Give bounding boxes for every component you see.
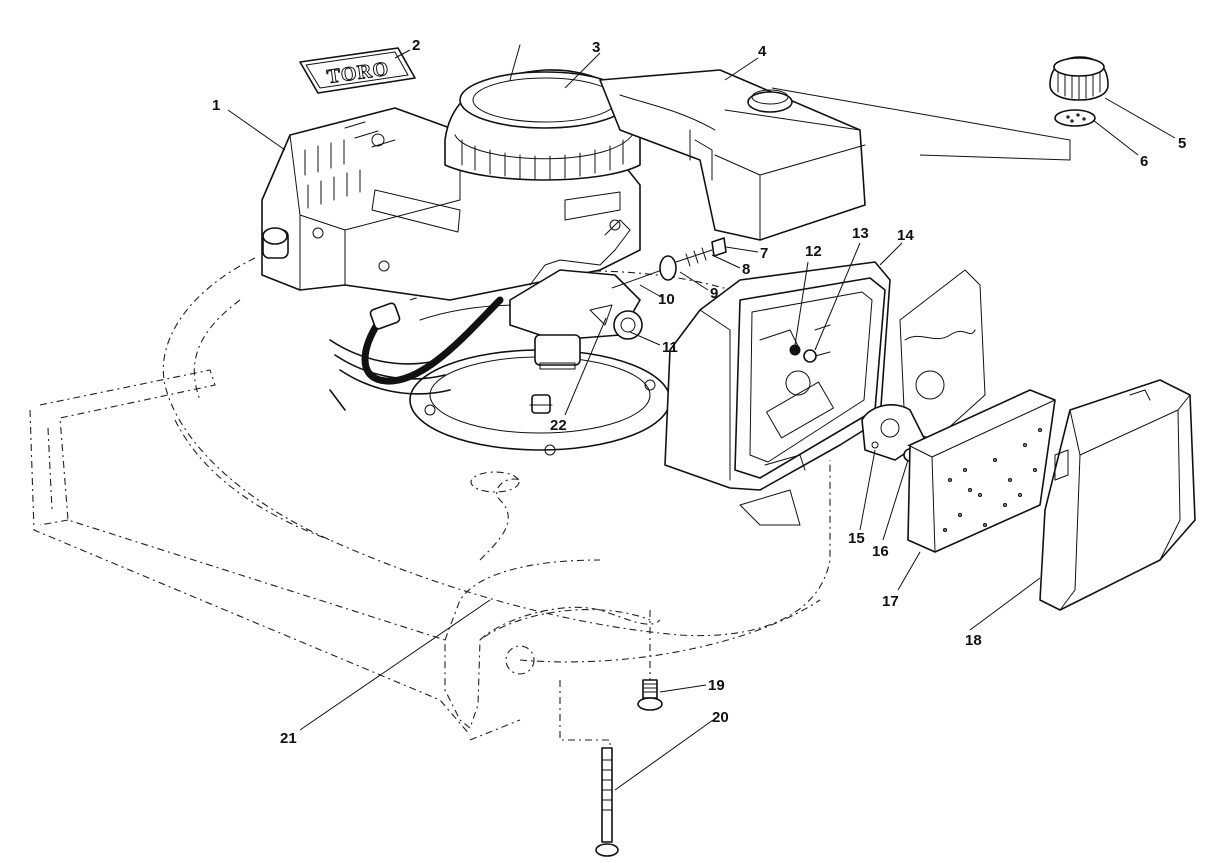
screw-and-washer	[789, 344, 831, 363]
callout-numbers: 1 2 3 4 5 6 7 8 9 10 11 12 13 14 15 16 1…	[212, 37, 1186, 747]
bolt-long	[595, 747, 619, 857]
callout-14: 14	[897, 227, 914, 244]
callout-13: 13	[852, 225, 869, 242]
callout-16: 16	[872, 543, 889, 560]
callout-8: 8	[742, 261, 750, 278]
callout-2: 2	[412, 37, 420, 54]
callout-3: 3	[592, 39, 600, 56]
choke-linkage	[611, 237, 727, 289]
bolt-short	[637, 610, 663, 711]
callout-7: 7	[760, 245, 768, 262]
callout-20: 20	[712, 709, 729, 726]
cylinder-fins	[329, 339, 451, 411]
callout-22: 22	[550, 417, 567, 434]
recoil-starter	[444, 44, 641, 181]
fuel-cap-filter	[1054, 109, 1096, 127]
callout-10: 10	[658, 291, 675, 308]
air-cleaner-base	[664, 261, 891, 491]
carb-gasket	[589, 304, 613, 326]
callout-12: 12	[805, 243, 822, 260]
callout-11: 11	[662, 339, 678, 356]
callout-15: 15	[848, 530, 865, 547]
callout-9: 9	[710, 285, 718, 302]
callout-6: 6	[1140, 153, 1148, 170]
toro-decal: TORO	[299, 47, 416, 94]
callout-1: 1	[212, 97, 220, 114]
handle-bar	[29, 369, 661, 741]
carburetor	[509, 219, 643, 414]
leader-lines	[227, 49, 1176, 791]
foam-filter	[907, 389, 1056, 553]
fuel-cap	[1049, 56, 1109, 101]
callout-18: 18	[965, 632, 982, 649]
fuel-tank	[599, 69, 866, 241]
callout-19: 19	[708, 677, 725, 694]
air-cleaner-cover	[1039, 379, 1196, 611]
callout-17: 17	[882, 593, 899, 610]
callout-4: 4	[758, 43, 767, 60]
foam-texture	[942, 427, 1043, 533]
spark-plug-wire	[361, 296, 504, 385]
callout-5: 5	[1178, 135, 1186, 152]
callout-21: 21	[280, 730, 297, 747]
